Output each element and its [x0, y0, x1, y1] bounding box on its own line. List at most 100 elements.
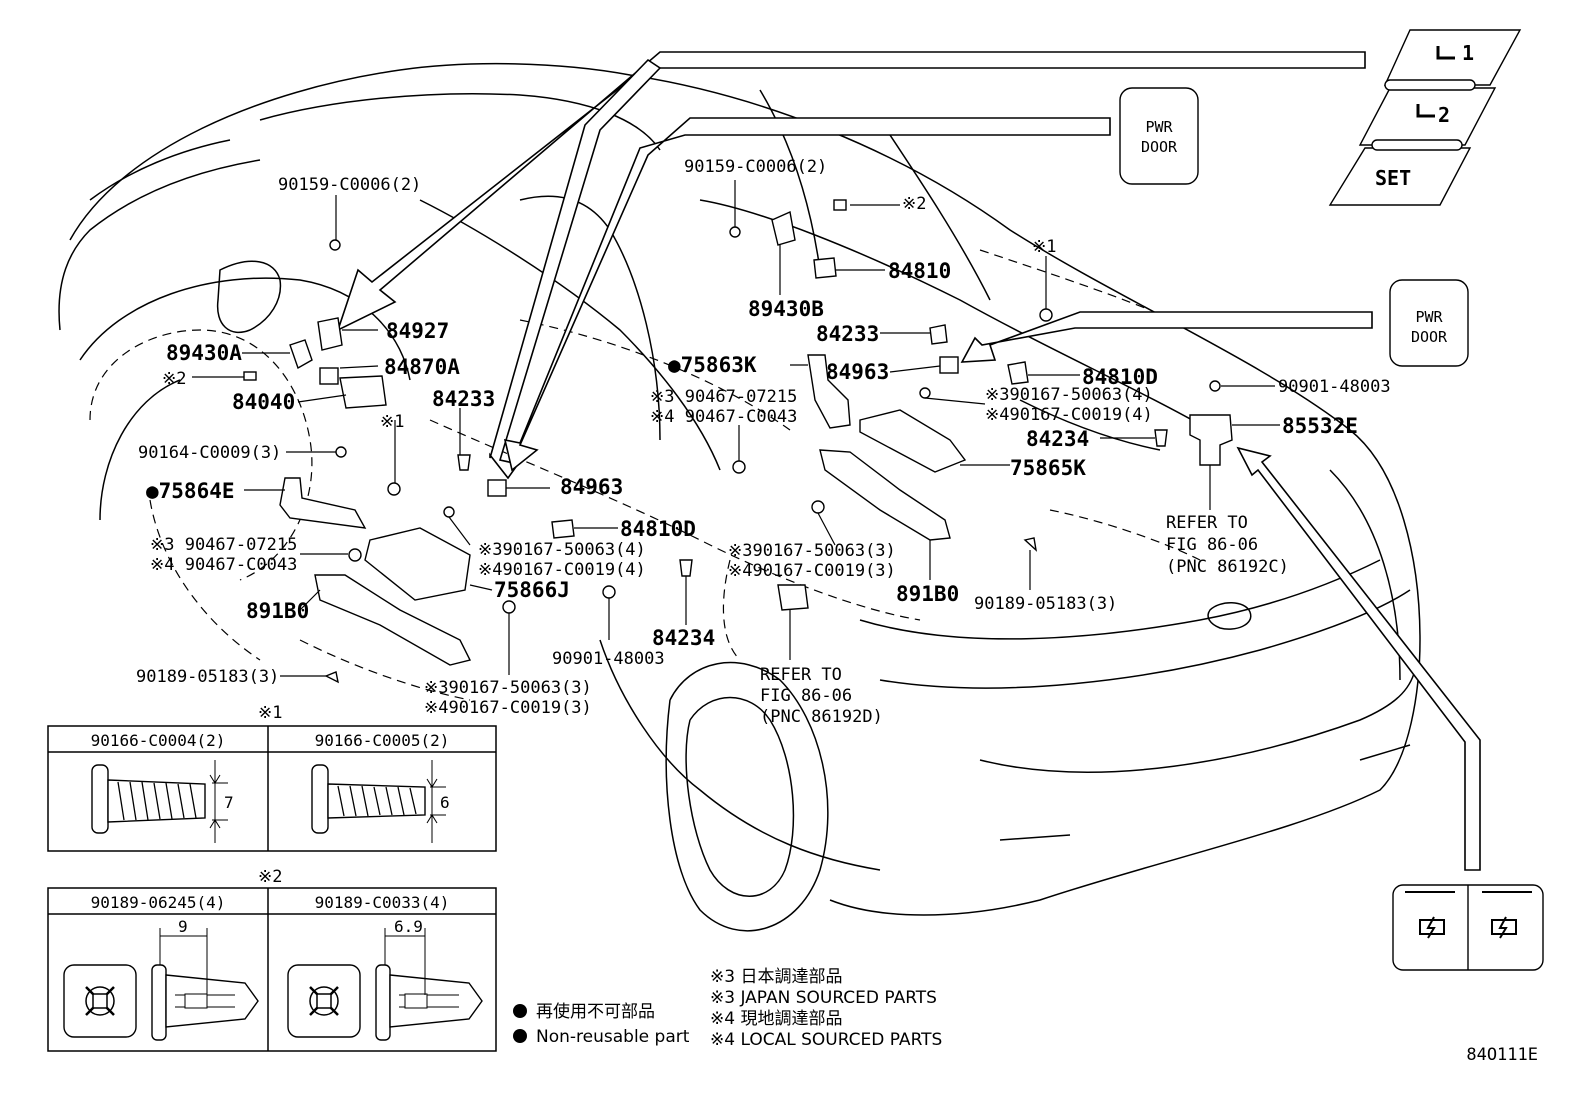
part-label: 89430B	[748, 297, 824, 321]
legend-nonreusable-jp: 再使用不可部品	[536, 1001, 655, 1022]
part-85532E	[1189, 414, 1233, 466]
dimension-label: 7	[224, 793, 234, 812]
part-label: 90159-C0006(2)	[278, 175, 421, 195]
part-84040	[339, 375, 387, 409]
part-label: 84810	[888, 259, 951, 283]
part-75863K	[807, 354, 851, 429]
nut	[348, 548, 362, 562]
part-75864E	[279, 477, 367, 529]
part-label: 90901-48003	[552, 649, 665, 669]
part-75865K	[859, 409, 967, 473]
screw	[335, 446, 347, 458]
seat-switch-1-label: 1	[1462, 41, 1474, 65]
screw	[811, 500, 825, 514]
part-label: 90189-05183(3)	[974, 594, 1117, 614]
clip-top-view-icon	[287, 964, 361, 1038]
table-header: 90166-C0005(2)	[315, 731, 450, 750]
screw	[443, 506, 455, 518]
part-891B0-right	[819, 449, 951, 541]
table-marker: ※2	[258, 867, 282, 887]
part-label: ※490167-C0019(4)	[985, 405, 1153, 425]
diagram-id: 84O111E	[1466, 1045, 1538, 1065]
screw	[919, 387, 931, 399]
part-label: 84963	[560, 475, 623, 499]
part-891B0-left	[314, 574, 472, 666]
connector-86192D	[777, 584, 809, 611]
legend-note4-en: ※4 LOCAL SOURCED PARTS	[710, 1030, 942, 1050]
part-label: FIG 86-06	[1166, 535, 1258, 555]
part-84963-right	[939, 356, 959, 374]
table-header: 90166-C0004(2)	[91, 731, 226, 750]
part-label: 75866J	[494, 578, 570, 602]
pwr-door-switch-upper: PWR DOOR	[1119, 87, 1199, 185]
tailgate-switch-panel	[1392, 884, 1544, 971]
part-label: ※4 90467-C0043	[150, 555, 297, 575]
part-label: 84927	[386, 319, 449, 343]
part-label: ●75863K	[668, 353, 757, 377]
part-label: ※1	[380, 412, 404, 432]
seat-memory-switch: 1 2 SET	[1328, 29, 1522, 206]
door-label: DOOR	[1411, 328, 1448, 346]
part-label: 891B0	[896, 582, 959, 606]
pwr-label: PWR	[1415, 308, 1443, 326]
callout-arrows	[336, 51, 1481, 871]
screw	[1209, 380, 1221, 392]
part-84810D-left	[551, 519, 575, 539]
seat-switch-set-label: SET	[1375, 166, 1411, 190]
part-label: REFER TO	[1166, 513, 1248, 533]
pwr-door-switch-lower: PWR DOOR	[1389, 279, 1469, 367]
legend: 再使用不可部品 Non-reusable part ※3 日本調達部品 ※3 J…	[513, 967, 942, 1050]
screw	[329, 239, 341, 251]
clip	[1023, 537, 1038, 552]
parts-left	[243, 239, 693, 684]
clip-spec-table-2: ※2 90189-06245(4) 90189-C0033(4) 9	[47, 867, 497, 1052]
part-label: ※390167-50063(4)	[985, 385, 1153, 405]
part-84927	[317, 317, 343, 351]
part-84234-center	[679, 559, 693, 577]
part-label: (PNC 86192D)	[760, 707, 883, 727]
dimension-label: 6.9	[394, 917, 423, 936]
clip	[833, 199, 847, 211]
part-label: ※4 90467-C0043	[650, 407, 797, 427]
part-label: 89430A	[166, 341, 242, 365]
part-label: 84810D	[620, 517, 696, 541]
part-84810	[813, 257, 837, 279]
screw	[729, 226, 741, 238]
part-label: 90164-C0009(3)	[138, 443, 281, 463]
part-label: 84870A	[384, 355, 460, 379]
part-label: ※490167-C0019(3)	[728, 561, 896, 581]
nonreusable-marker-icon	[513, 1004, 527, 1018]
screw	[502, 600, 516, 614]
part-label: ※2	[902, 194, 926, 214]
clip	[324, 671, 339, 684]
table-header: 90189-06245(4)	[91, 893, 226, 912]
legend-note3-jp: ※3 日本調達部品	[710, 967, 842, 987]
legend-nonreusable-en: Non-reusable part	[536, 1027, 690, 1047]
leader-lines	[192, 180, 1280, 677]
screw-icon	[311, 760, 446, 843]
seat-icon	[1436, 46, 1455, 60]
part-labels: 90159-C0006(2) 84927 89430A 84870A ※2 84…	[136, 157, 1391, 727]
part-label: 84233	[816, 322, 879, 346]
table-marker: ※1	[258, 703, 282, 723]
part-label: 90159-C0006(2)	[684, 157, 827, 177]
table-header: 90189-C0033(4)	[315, 893, 450, 912]
part-84870A	[319, 367, 339, 385]
arrow-top-center	[489, 58, 662, 480]
part-label: ※490167-C0019(3)	[424, 698, 592, 718]
screw-icon	[91, 760, 228, 843]
part-label: 84963	[826, 360, 889, 384]
arrow-pwr-door-upper	[503, 117, 1111, 472]
legend-note4-jp: ※4 現地調達部品	[710, 1009, 842, 1029]
clip-side-view-icon	[375, 928, 483, 1041]
arrow-lower-right	[1236, 446, 1481, 871]
part-label: ※3 90467-07215	[150, 535, 297, 555]
part-label: ※1	[1032, 237, 1056, 257]
part-label: ※390167-50063(3)	[728, 541, 896, 561]
screw-spec-table-1: ※1 90166-C0004(2) 90166-C0005(2) 7 6	[47, 703, 497, 852]
dimension-label: 9	[178, 917, 188, 936]
part-label: FIG 86-06	[760, 686, 852, 706]
part-label: 90189-05183(3)	[136, 667, 279, 687]
power-outlet-icon	[1419, 916, 1445, 939]
